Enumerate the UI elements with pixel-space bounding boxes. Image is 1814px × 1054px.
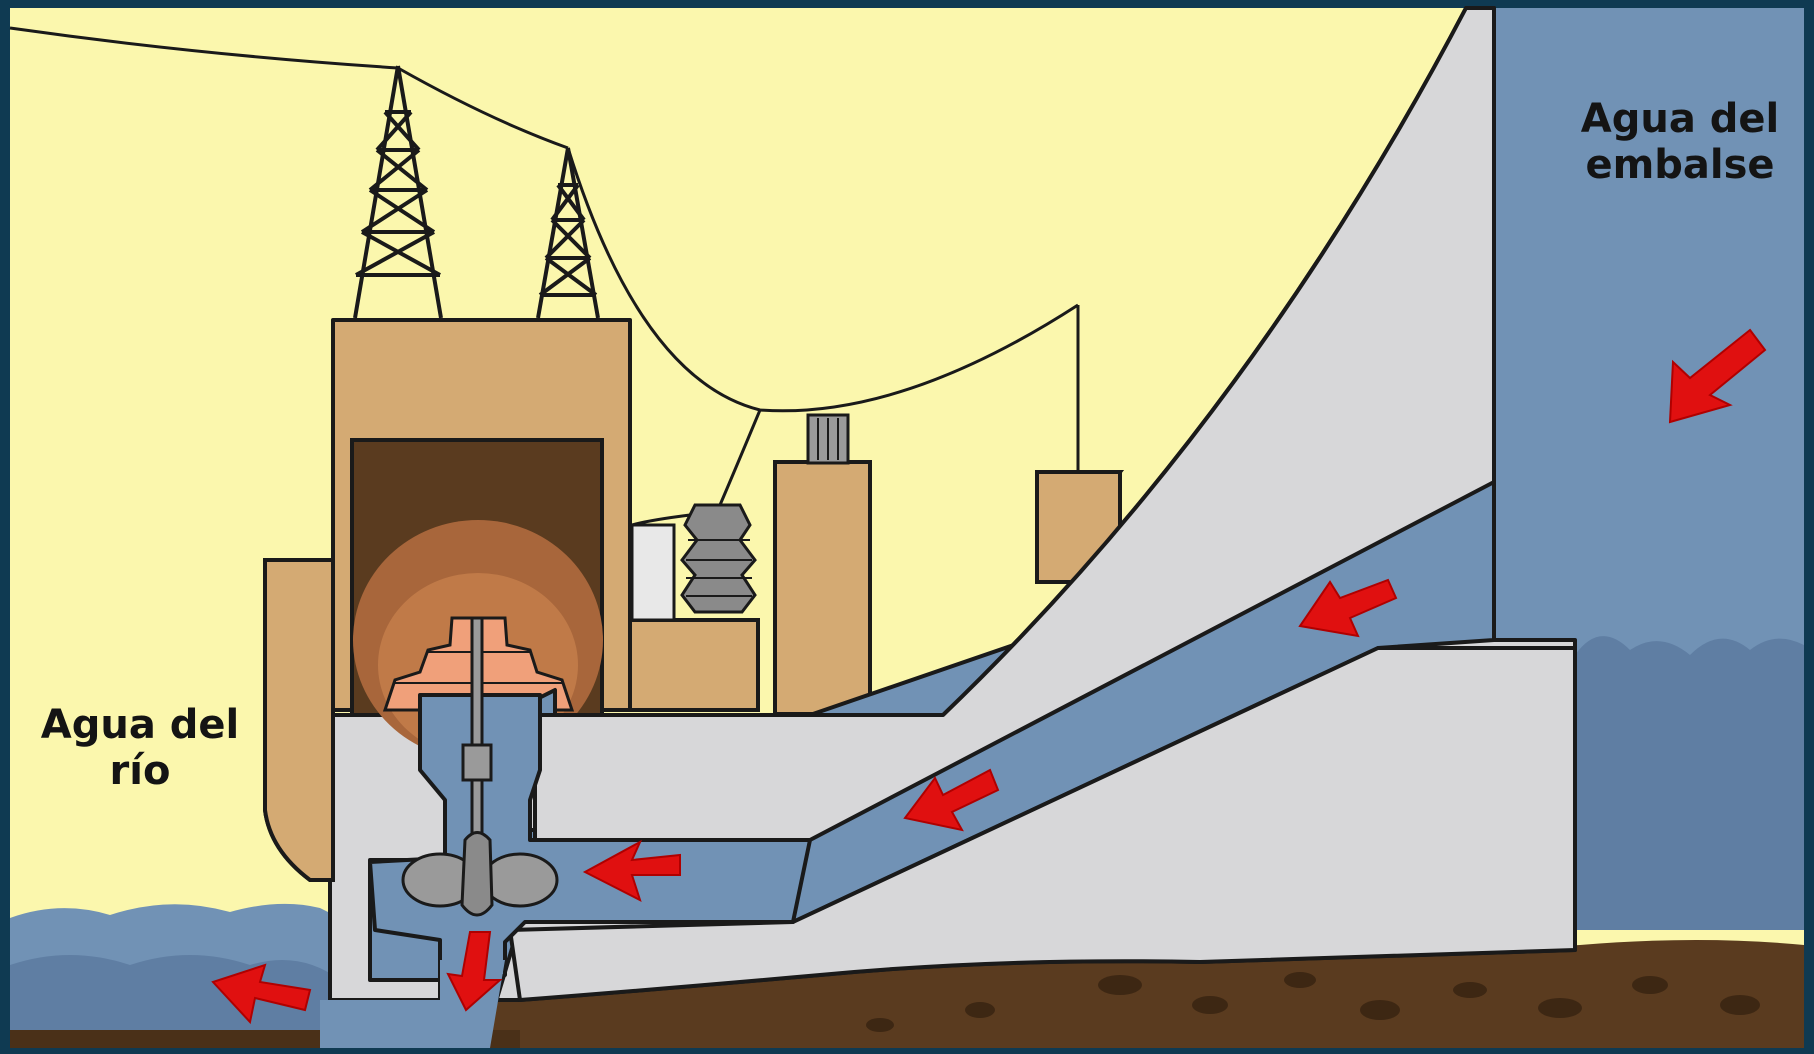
reservoir-deep-water [1575, 636, 1804, 930]
transformer-column [775, 462, 870, 714]
building-left-wing [265, 560, 333, 880]
river-label-line2: río [110, 748, 171, 794]
river-label-line1: Agua del [41, 702, 239, 748]
reservoir-label-line2: embalse [1585, 142, 1774, 188]
building-annex [630, 620, 758, 710]
reservoir-label-line1: Agua del [1581, 96, 1779, 142]
